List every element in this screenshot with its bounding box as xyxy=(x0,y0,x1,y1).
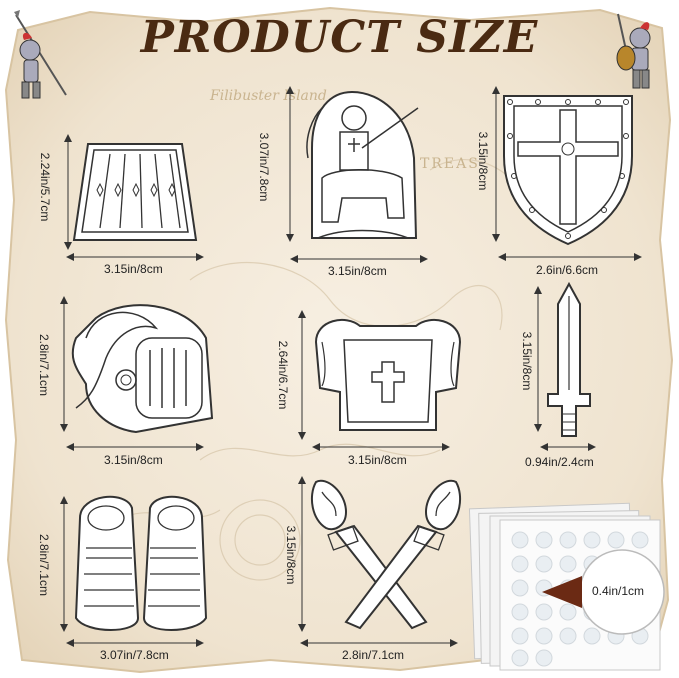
sword-illustration xyxy=(547,281,591,437)
chest-armor-illustration xyxy=(314,318,462,431)
boots-height-label: 2.8in/7.1cm xyxy=(37,533,51,597)
boots-width-label: 3.07in/7.8cm xyxy=(100,648,169,662)
helmet-illustration xyxy=(71,304,214,434)
adhesive-dot-sheets xyxy=(468,502,665,671)
knight-height-label: 3.07in/7.8cm xyxy=(257,132,271,202)
torches-width-line xyxy=(300,639,458,647)
boots-illustration xyxy=(74,495,208,631)
page-title: PRODUCT SIZE xyxy=(140,12,539,63)
skirt-armor-height-label: 2.24in/5.7cm xyxy=(38,152,52,222)
chest-armor-height-line xyxy=(298,310,306,440)
knight-with-spear-icon xyxy=(14,10,67,99)
knight-height-line xyxy=(286,86,294,242)
shield-width-line xyxy=(498,253,642,261)
knight-width-label: 3.15in/8cm xyxy=(328,264,387,278)
sword-height-line xyxy=(534,286,542,432)
shield-width-label: 2.6in/6.6cm xyxy=(536,263,599,277)
helmet-height-line xyxy=(60,296,68,432)
skirt-armor-illustration xyxy=(72,143,198,241)
torches-height-label: 3.15in/8cm xyxy=(284,525,298,585)
shield-height-line xyxy=(492,86,500,242)
knight-with-shield-icon xyxy=(616,13,651,89)
map-island-text: Filibuster Island xyxy=(209,88,327,104)
crossed-torches-illustration xyxy=(310,479,462,630)
torches-width-label: 2.8in/7.1cm xyxy=(342,648,405,662)
dot-size-label: 0.4in/1cm xyxy=(592,584,645,598)
knight-width-line xyxy=(290,255,428,263)
sword-height-label: 3.15in/8cm xyxy=(520,331,534,391)
shield-illustration xyxy=(503,95,633,246)
sword-width-line xyxy=(540,443,596,451)
helmet-height-label: 2.8in/7.1cm xyxy=(37,333,51,397)
boots-height-line xyxy=(60,496,68,632)
helmet-width-label: 3.15in/8cm xyxy=(104,453,163,467)
skirt-armor-height-line xyxy=(64,134,72,250)
torches-height-line xyxy=(298,476,306,632)
map-treas-text: TREAS xyxy=(420,156,480,172)
skirt-armor-width-line xyxy=(66,253,204,261)
sword-width-label: 0.94in/2.4cm xyxy=(525,455,594,469)
chest-armor-width-line xyxy=(312,443,450,451)
knight-on-horse-illustration xyxy=(306,90,419,239)
chest-armor-width-label: 3.15in/8cm xyxy=(348,453,407,467)
shield-height-label: 3.15in/8cm xyxy=(476,131,490,191)
skirt-armor-width-label: 3.15in/8cm xyxy=(104,262,163,276)
boots-width-line xyxy=(66,639,204,647)
helmet-width-line xyxy=(66,443,204,451)
chest-armor-height-label: 2.64in/6.7cm xyxy=(276,340,290,410)
